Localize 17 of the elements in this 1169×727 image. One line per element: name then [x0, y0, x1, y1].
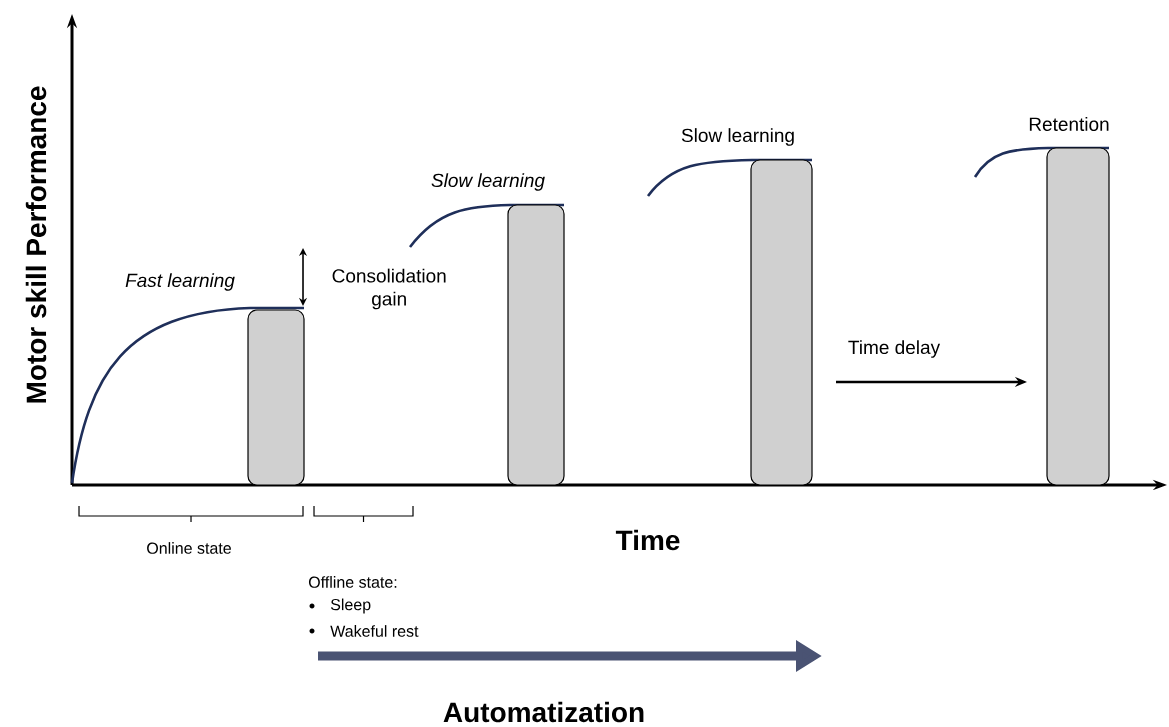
curve-label: Slow learning: [431, 173, 545, 191]
bullet-item: Sleep: [309, 598, 371, 614]
axis-title: Time: [615, 529, 680, 551]
axis-title: Motor skill Performance: [25, 86, 47, 403]
rest-bar: [1046, 147, 1110, 486]
curve-label: Fast learning: [125, 273, 235, 291]
rest-bar: [507, 204, 565, 486]
annotation-text: Offline state:: [308, 576, 397, 588]
annotation-text: Consolidation gain: [332, 268, 446, 310]
bullet-item: Wakeful rest: [309, 625, 419, 637]
rest-bar: [750, 159, 813, 486]
annotation-text: Online state: [147, 542, 231, 554]
rest-bar: [247, 309, 305, 486]
curve-label: Slow learning: [681, 128, 794, 146]
annotation-text: Time delay: [848, 340, 941, 358]
axis-title: Automatization: [443, 701, 644, 723]
curve-label: Retention: [1029, 117, 1109, 131]
